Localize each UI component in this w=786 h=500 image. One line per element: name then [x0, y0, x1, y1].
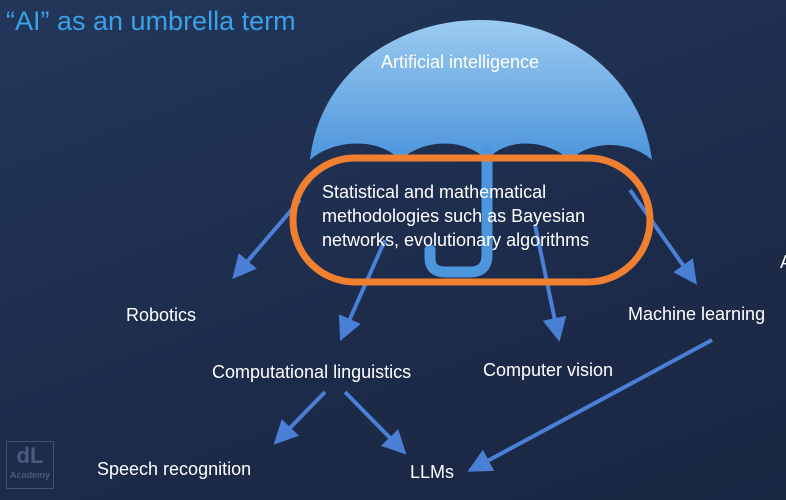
- logo-mark: dL: [16, 443, 44, 468]
- arrow-to-speech: [273, 390, 327, 445]
- arrow-comp-ling-to-llms: [343, 390, 407, 455]
- arrow-to-ml: [628, 188, 697, 285]
- highlight-oval: [289, 154, 654, 286]
- logo-sub: Academy: [9, 470, 51, 480]
- arrow-to-cv: [533, 224, 567, 342]
- umbrella-label: Artificial intelligence: [381, 52, 540, 72]
- umbrella-handle: [424, 144, 493, 278]
- slide-title: “AI” as an umbrella term: [6, 6, 296, 36]
- arrow-ml-to-llms: [467, 338, 713, 472]
- node-robotics: Robotics: [126, 305, 197, 325]
- node-computational-linguistics: Computational linguistics: [212, 362, 412, 382]
- academy-logo: dL Academy: [6, 441, 54, 489]
- node-computer-vision: Computer vision: [483, 360, 614, 380]
- node-cutoff: A: [780, 252, 786, 273]
- highlight-text: Statistical and mathematical methodologi…: [322, 182, 590, 250]
- node-llms: LLMs: [410, 462, 455, 482]
- node-speech-recognition: Speech recognition: [97, 459, 252, 479]
- node-machine-learning: Machine learning: [628, 304, 766, 324]
- umbrella-canopy: [310, 20, 652, 160]
